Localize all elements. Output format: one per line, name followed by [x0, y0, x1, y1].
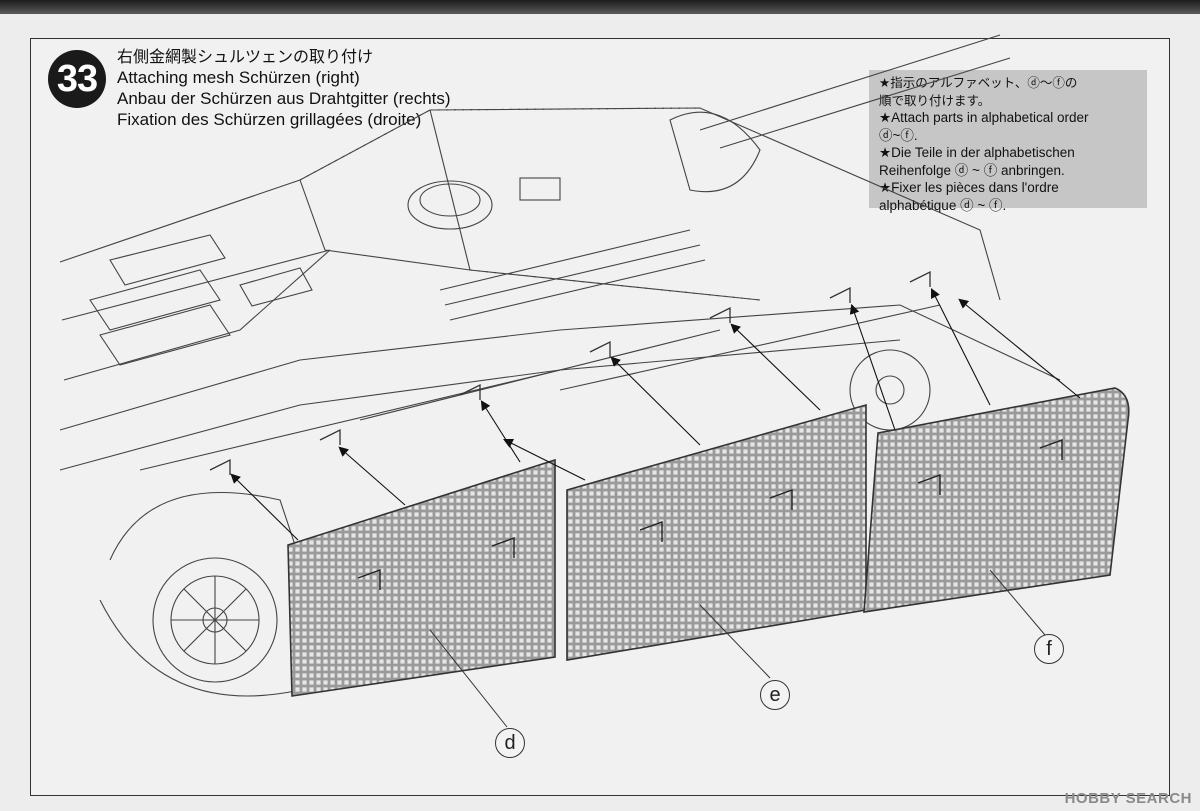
schurzen-panel-f — [863, 387, 1130, 613]
part-callout-f: f — [1034, 634, 1064, 664]
part-callout-e: e — [760, 680, 790, 710]
note-jp-line-2: 順で取り付けます。 — [879, 92, 991, 108]
note-fr-line-1: ★Fixer les pièces dans l'ordre — [879, 180, 1059, 195]
schurzen-brackets — [209, 270, 931, 475]
note-en-line-1: ★Attach parts in alphabetical order — [879, 110, 1089, 125]
step-number-badge: 33 — [48, 50, 106, 108]
note-jp-line-1: ★指示のアルファベット、ⓓ〜ⓕの — [879, 75, 1078, 90]
part-callout-d: d — [495, 728, 525, 758]
assembly-note-box: ★指示のアルファベット、ⓓ〜ⓕの 順で取り付けます。 ★Attach parts… — [869, 70, 1147, 213]
note-en-line-2: ⓓ~ⓕ. — [879, 127, 918, 143]
mesh-panels — [287, 387, 1130, 697]
attachment-arrows — [230, 288, 1081, 541]
schurzen-panel-d — [287, 458, 556, 697]
title-french: Fixation des Schürzen grillagées (droite… — [117, 110, 422, 129]
note-de-line-1: ★Die Teile in der alphabetischen — [879, 145, 1075, 160]
watermark: HOBBY SEARCH — [1065, 790, 1192, 807]
page-top-edge — [0, 0, 1200, 14]
callout-leaders — [429, 569, 1046, 728]
title-japanese: 右側金網製シュルツェンの取り付け — [117, 47, 374, 66]
note-fr-line-2: alphabétique ⓓ ~ ⓕ. — [879, 197, 1007, 213]
panel-hangers — [357, 439, 1063, 590]
hull-outline — [59, 34, 1061, 697]
title-german: Anbau der Schürzen aus Drahtgitter (rech… — [117, 89, 451, 108]
note-de-line-2: Reihenfolge ⓓ ~ ⓕ anbringen. — [879, 162, 1065, 178]
watermark-brand: HOBBY SEARCH — [1064, 790, 1192, 807]
title-english: Attaching mesh Schürzen (right) — [117, 68, 360, 87]
step-titles: 右側金網製シュルツェンの取り付け Attaching mesh Schürzen… — [117, 46, 451, 130]
